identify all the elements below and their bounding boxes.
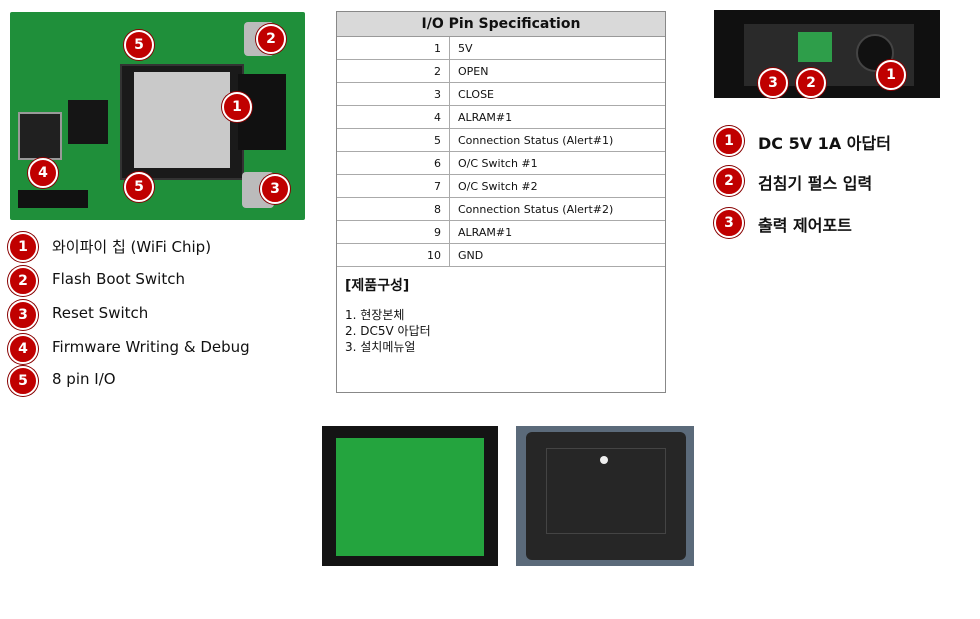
case-photo: [516, 426, 694, 566]
pin-number: 9: [337, 220, 450, 244]
device-callout-3: 3: [758, 68, 788, 98]
legend-badge: 1: [8, 232, 38, 262]
device-callout-1: 1: [876, 60, 906, 90]
dc-jack: [856, 34, 894, 72]
legend-badge: 2: [714, 166, 744, 196]
pcb-callout-2: 2: [256, 24, 286, 54]
pin-number: 6: [337, 151, 450, 175]
debug-header: [18, 190, 88, 208]
legend-badge: 3: [8, 300, 38, 330]
pin-function: 5V: [449, 37, 665, 60]
led-hole: [600, 456, 608, 464]
legend-label: 8 pin I/O: [52, 370, 116, 388]
pin-number: 5: [337, 128, 450, 152]
pin-function: O/C Switch #2: [449, 174, 665, 198]
pin-function: GND: [449, 243, 665, 267]
pcb-back-photo: [322, 426, 498, 566]
legend-label: Flash Boot Switch: [52, 270, 185, 288]
legend-label: 출력 제어포트: [758, 216, 852, 235]
pin-function: OPEN: [449, 59, 665, 83]
case-label-area: [546, 448, 666, 534]
legend-badge: 1: [714, 126, 744, 156]
pin-function: Connection Status (Alert#1): [449, 128, 665, 152]
spec-title: I/O Pin Specification: [337, 12, 665, 37]
pulse-input-terminal: [798, 32, 832, 62]
legend-badge: 3: [714, 208, 744, 238]
legend-label: 검침기 펄스 입력: [758, 174, 873, 193]
pin-number: 10: [337, 243, 450, 267]
pin-function: ALRAM#1: [449, 220, 665, 244]
pin-function: ALRAM#1: [449, 105, 665, 129]
list-item: 1. 현장본체: [345, 308, 405, 322]
regulator: [68, 100, 108, 144]
pin-function: O/C Switch #1: [449, 151, 665, 175]
legend-badge: 2: [8, 266, 38, 296]
legend-label: Firmware Writing & Debug: [52, 338, 250, 356]
pin-function: Connection Status (Alert#2): [449, 197, 665, 221]
composition-list: 1. 현장본체 2. DC5V 아답터 3. 설치메뉴얼: [345, 307, 665, 355]
pcb-callout-1: 1: [222, 92, 252, 122]
pcb-callout-3: 3: [260, 174, 290, 204]
pin-number: 4: [337, 105, 450, 129]
pin-number: 8: [337, 197, 450, 221]
pin-number: 3: [337, 82, 450, 106]
legend-label: Reset Switch: [52, 304, 149, 322]
composition-title: [제품구성]: [345, 278, 410, 294]
pcb-callout-5-top: 5: [124, 30, 154, 60]
pin-number: 1: [337, 37, 450, 60]
list-item: 2. DC5V 아답터: [345, 324, 431, 338]
pin-function: CLOSE: [449, 82, 665, 106]
wifi-chip-shield: [134, 72, 230, 168]
case-lid: [526, 432, 686, 560]
pcb-back-board: [336, 438, 484, 556]
capacitor: [18, 112, 62, 160]
pcb-callout-5-bottom: 5: [124, 172, 154, 202]
pcb-callout-4: 4: [28, 158, 58, 188]
legend-badge: 4: [8, 334, 38, 364]
legend-label: DC 5V 1A 아답터: [758, 134, 891, 153]
legend-label: 와이파이 칩 (WiFi Chip): [52, 238, 212, 256]
device-side-photo: [714, 10, 940, 98]
device-callout-2: 2: [796, 68, 826, 98]
legend-badge: 5: [8, 366, 38, 396]
list-item: 3. 설치메뉴얼: [345, 340, 416, 354]
pin-number: 2: [337, 59, 450, 83]
pin-number: 7: [337, 174, 450, 198]
pcb-photo: [10, 12, 305, 220]
